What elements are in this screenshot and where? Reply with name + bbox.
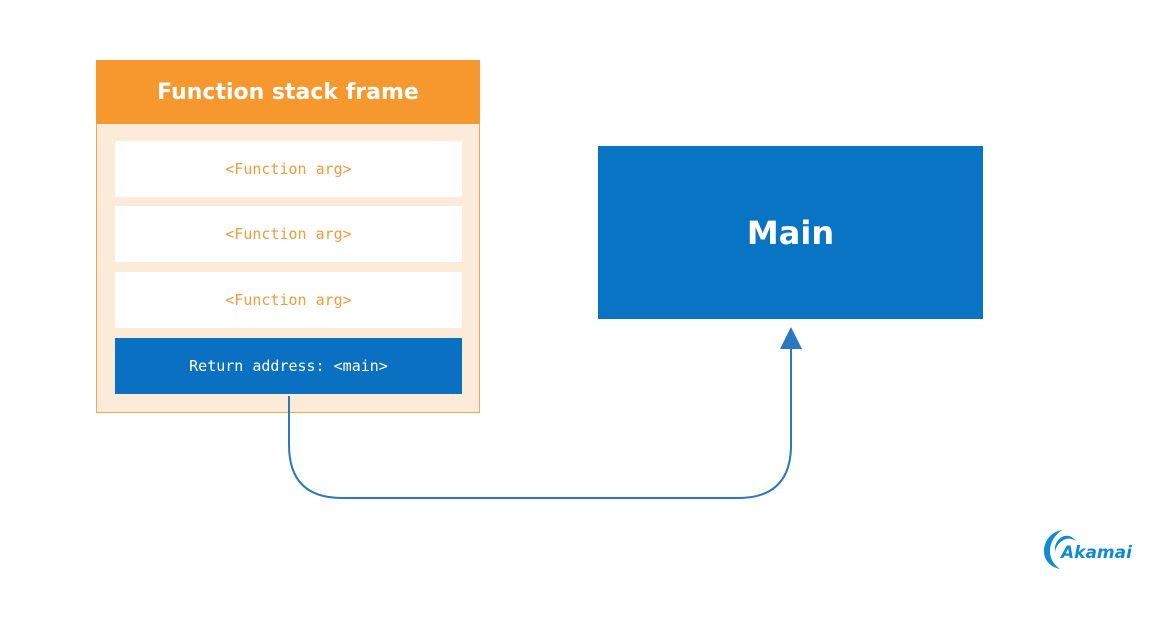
function-arg-slot-1: <Function arg> — [115, 141, 462, 197]
main-box: Main — [598, 146, 983, 319]
function-arg-slot-2: <Function arg> — [115, 206, 462, 262]
stack-frame: Function stack frame <Function arg> <Fun… — [96, 60, 480, 413]
return-address-slot: Return address: <main> — [115, 338, 462, 394]
akamai-logo: Akamai — [1040, 526, 1150, 576]
stack-frame-title: Function stack frame — [96, 60, 480, 124]
function-arg-slot-3: <Function arg> — [115, 272, 462, 328]
akamai-wave-icon — [1044, 530, 1076, 569]
akamai-logo-text: Akamai — [1061, 543, 1132, 563]
return-arrow-line — [288, 349, 792, 499]
return-arrow-head — [780, 327, 802, 349]
